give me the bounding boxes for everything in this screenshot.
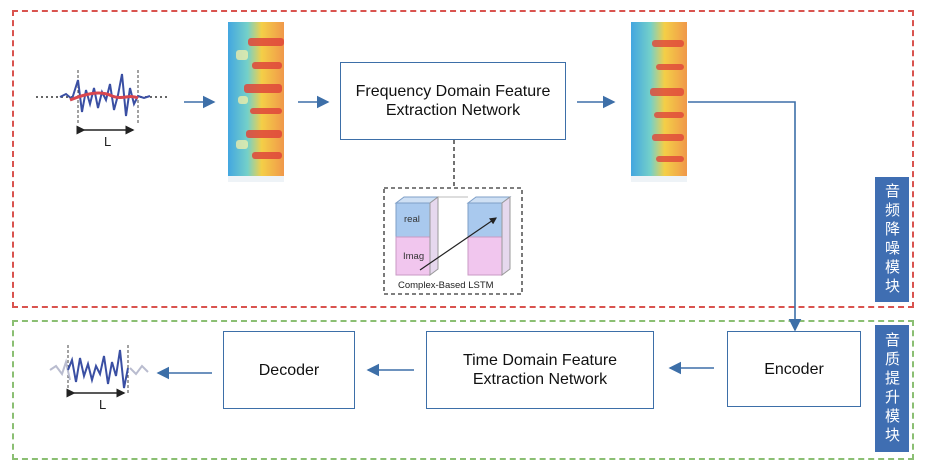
enhance-module-frame — [12, 320, 914, 460]
enhance-module-badge: 音质提升模块 — [875, 325, 909, 452]
arrow-to-encoder — [688, 101, 802, 332]
lstm-imag-label: Imag — [403, 251, 425, 262]
encoder-box: Encoder — [727, 331, 861, 407]
output-waveform — [49, 345, 149, 398]
frequency-domain-network-box: Frequency Domain Feature Extraction Netw… — [340, 62, 566, 140]
input-waveform — [36, 70, 168, 135]
denoise-module-frame — [12, 10, 914, 308]
time-domain-network-label: Time Domain Feature Extraction Network — [462, 352, 618, 388]
denoise-module-badge: 音频降噪模块 — [875, 177, 909, 302]
lstm-caption: Complex-Based LSTM — [398, 280, 494, 291]
noisy-spectrogram — [228, 22, 284, 182]
lstm-real-label: real — [404, 214, 420, 225]
frequency-domain-network-label: Frequency Domain Feature Extraction Netw… — [355, 83, 551, 119]
encoder-label: Encoder — [764, 360, 824, 378]
decoder-label: Decoder — [258, 361, 320, 379]
time-domain-network-box: Time Domain Feature Extraction Network — [426, 331, 654, 409]
input-length-label: L — [104, 134, 112, 149]
denoised-spectrogram — [631, 22, 687, 182]
decoder-box: Decoder — [223, 331, 355, 409]
output-length-label: L — [99, 397, 107, 412]
complex-lstm-illustration — [383, 187, 523, 295]
